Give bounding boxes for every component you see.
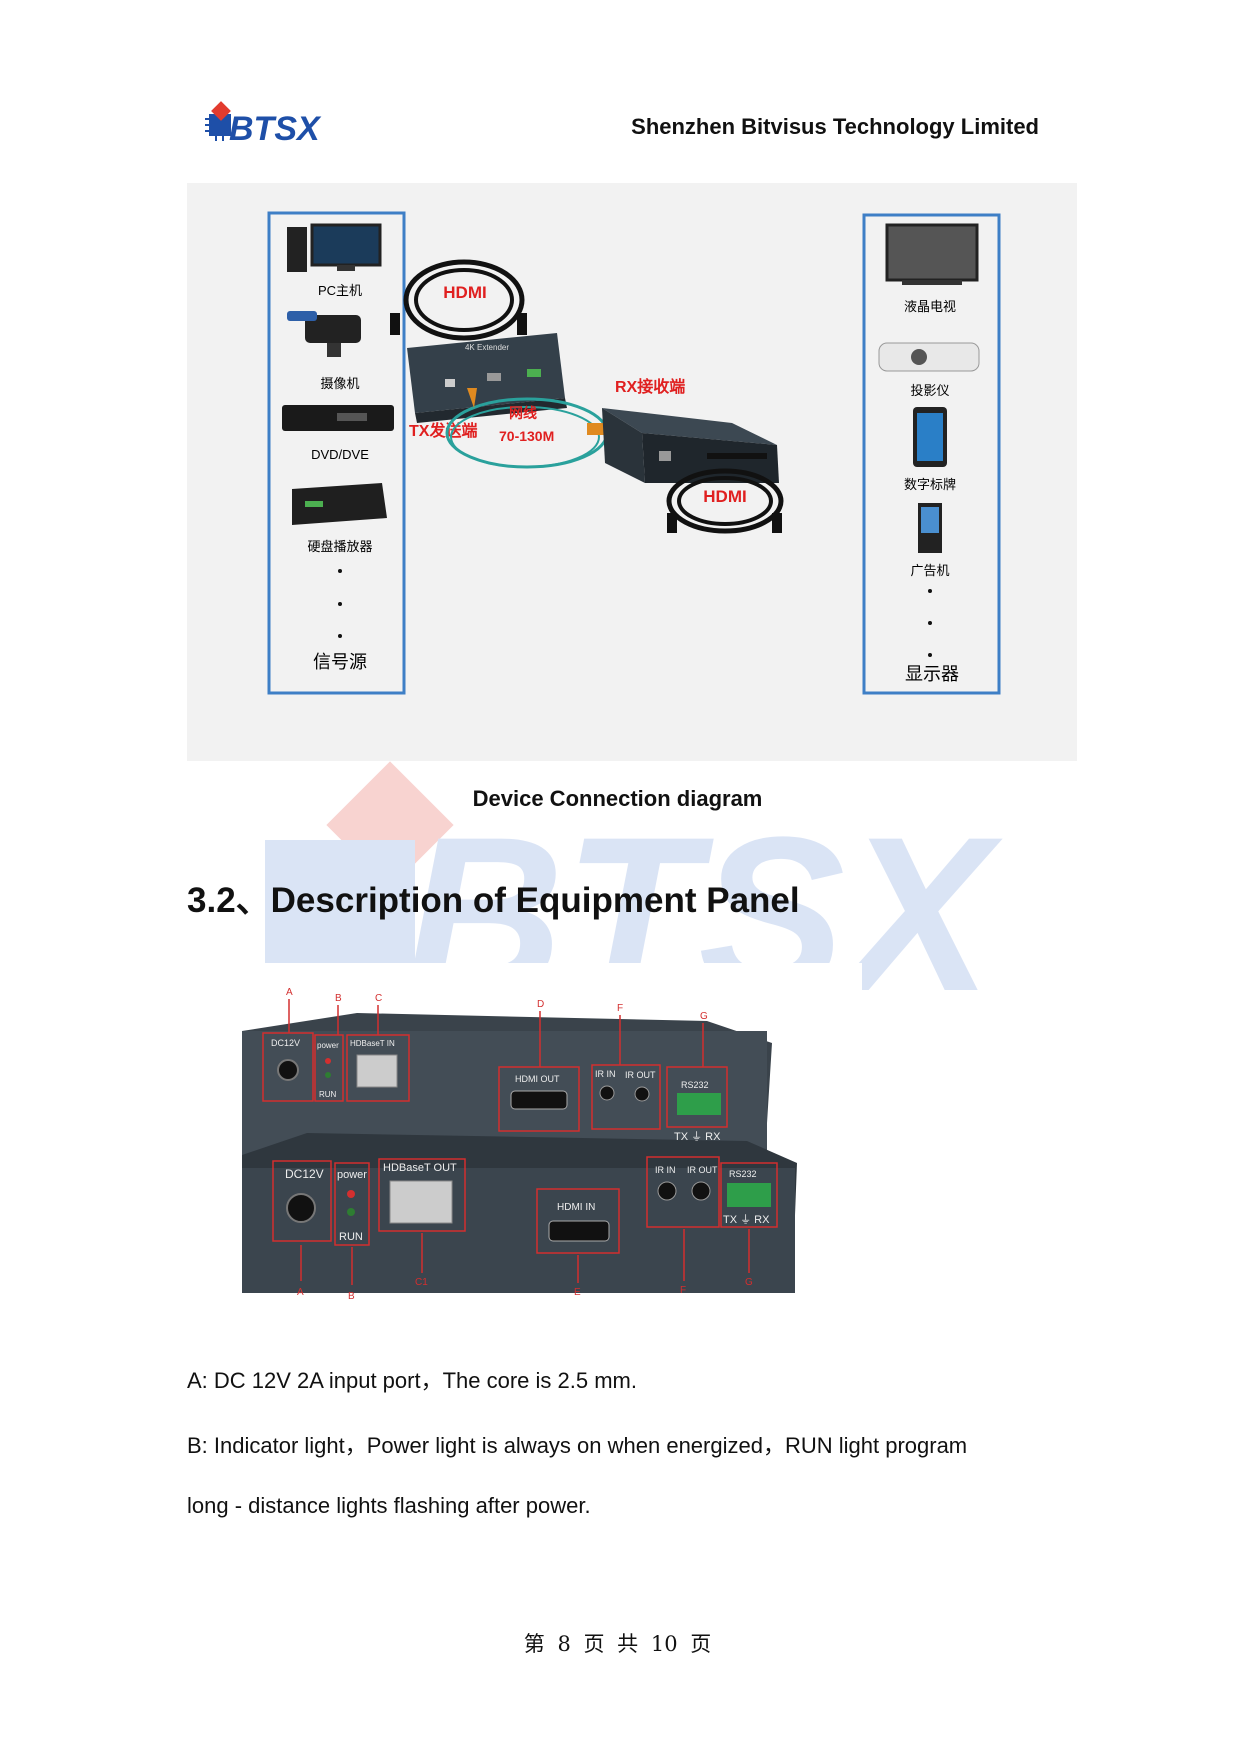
btsx-logo: BTSX [205, 101, 322, 148]
dot [928, 589, 932, 593]
rx-power-led-icon [347, 1190, 355, 1198]
rx-hdbaset-label: HDBaseT OUT [383, 1162, 457, 1174]
dot [338, 602, 342, 606]
dot [928, 653, 932, 657]
marker-top-f: F [617, 1003, 623, 1014]
rx-power-label: power [337, 1169, 367, 1181]
marker-top-b: B [335, 993, 342, 1004]
source-item-pc: PC主机 [318, 283, 362, 298]
marker-bottom-e: E [574, 1287, 581, 1298]
tx-hdmi-label: HDMI OUT [515, 1074, 560, 1084]
display-item-ad: 广告机 [910, 563, 949, 578]
marker-bottom-a: A [297, 1287, 304, 1298]
tx-txrx-label: TX ⏚ RX [674, 1130, 721, 1143]
source-item-hdd: 硬盘播放器 [307, 539, 372, 554]
tx-hdmi-port-icon [510, 1090, 568, 1110]
paragraph-a: A: DC 12V 2A input port，The core is 2.5 … [187, 1368, 637, 1393]
cable-range: 70-130M [499, 428, 554, 444]
rx-rs232-terminal-icon [727, 1183, 771, 1207]
tx-ir-out-jack-icon [634, 1086, 650, 1102]
camera-icon [287, 311, 361, 357]
company-name: Shenzhen Bitvisus Technology Limited [631, 114, 1039, 139]
tx-run-led-icon [325, 1072, 331, 1078]
marker-top-a: A [286, 987, 293, 998]
equipment-panel-photo: A B C D F G DC12V power RUN HDBaseT IN H… [187, 963, 862, 1328]
section-title: 3.2、Description of Equipment Panel [187, 881, 800, 920]
tx-rs232-label: RS232 [681, 1080, 709, 1090]
tx-label: TX发送端 [409, 421, 477, 440]
tx-ir-in-label: IR IN [595, 1069, 616, 1079]
source-title: 信号源 [313, 652, 367, 672]
marker-top-d: D [537, 999, 544, 1010]
marker-top-g: G [700, 1011, 708, 1022]
tx-rs232-terminal-icon [677, 1093, 721, 1115]
dot [338, 634, 342, 638]
paragraph-b-line1: B: Indicator light，Power light is always… [187, 1433, 968, 1458]
dot [338, 569, 342, 573]
tx-dc-label: DC12V [271, 1038, 300, 1048]
diagram-caption: Device Connection diagram [472, 786, 763, 811]
display-panel [862, 213, 1001, 695]
marker-bottom-b: B [348, 1291, 355, 1302]
cable-label: 网线 [509, 405, 537, 421]
projector-icon [878, 342, 980, 372]
logo-text: BTSX [229, 110, 322, 148]
marker-bottom-f: F [680, 1285, 686, 1296]
rx-rs232-label: RS232 [729, 1169, 757, 1179]
tv-icon [885, 223, 979, 285]
rx-run-led-icon [347, 1208, 355, 1216]
rx-device [602, 408, 779, 483]
pc-icon [287, 223, 382, 272]
dot [928, 621, 932, 625]
rx-ir-in-jack-icon [657, 1181, 677, 1201]
tx-run-label: RUN [319, 1090, 337, 1099]
tx-hdbaset-label: HDBaseT IN [350, 1039, 395, 1048]
hdmi-cable-bottom [666, 468, 784, 534]
hdmi-label-bottom: HDMI [703, 487, 746, 506]
ad-kiosk-icon [918, 503, 942, 553]
tx-ir-in-jack-icon [599, 1085, 615, 1101]
marker-bottom-c1: C1 [415, 1277, 428, 1288]
tx-power-label: power [317, 1041, 339, 1050]
rx-ir-in-label: IR IN [655, 1165, 676, 1175]
display-item-projector: 投影仪 [910, 383, 949, 398]
rx-run-label: RUN [339, 1231, 363, 1243]
paragraph-b-line2: long - distance lights flashing after po… [187, 1493, 591, 1518]
rx-txrx-label: TX ⏚ RX [723, 1213, 770, 1226]
chip-icon [205, 101, 231, 141]
tx-power-led-icon [325, 1058, 331, 1064]
marker-top-c: C [375, 993, 382, 1004]
rx-dc-label: DC12V [285, 1167, 324, 1181]
rx-label: RX接收端 [615, 377, 685, 396]
display-item-signage: 数字标牌 [904, 477, 956, 492]
rx-ir-out-label: IR OUT [687, 1165, 718, 1175]
source-panel [267, 211, 406, 695]
tx-rj45-port-icon [356, 1054, 398, 1088]
page-footer: 第 8 页 共 10 页 [523, 1632, 712, 1656]
hdd-player-icon [292, 483, 387, 525]
rx-rj45-port-icon [389, 1180, 453, 1224]
source-item-dvd: DVD/DVE [311, 447, 369, 462]
dvd-player-icon [282, 405, 394, 431]
hdmi-label-top: HDMI [443, 283, 486, 302]
display-item-tv: 液晶电视 [904, 299, 956, 314]
display-title: 显示器 [905, 664, 959, 684]
rx-hdmi-port-icon [548, 1220, 610, 1242]
rx-hdmi-label: HDMI IN [557, 1202, 595, 1213]
marker-bottom-g: G [745, 1277, 753, 1288]
tx-device-label: 4K Extender [465, 343, 509, 352]
device-connection-diagram: PC主机 摄像机 DVD/DVE 硬盘播放器 信号源 液晶电视 投影仪 数字标牌… [187, 183, 1077, 761]
hdmi-cable-top [390, 259, 527, 341]
source-item-camera: 摄像机 [320, 376, 359, 391]
tx-ir-out-label: IR OUT [625, 1070, 656, 1080]
digital-signage-icon [913, 407, 947, 467]
rx-ir-out-jack-icon [691, 1181, 711, 1201]
rx-dc-jack-icon [286, 1193, 316, 1223]
tx-dc-jack-icon [277, 1059, 299, 1081]
